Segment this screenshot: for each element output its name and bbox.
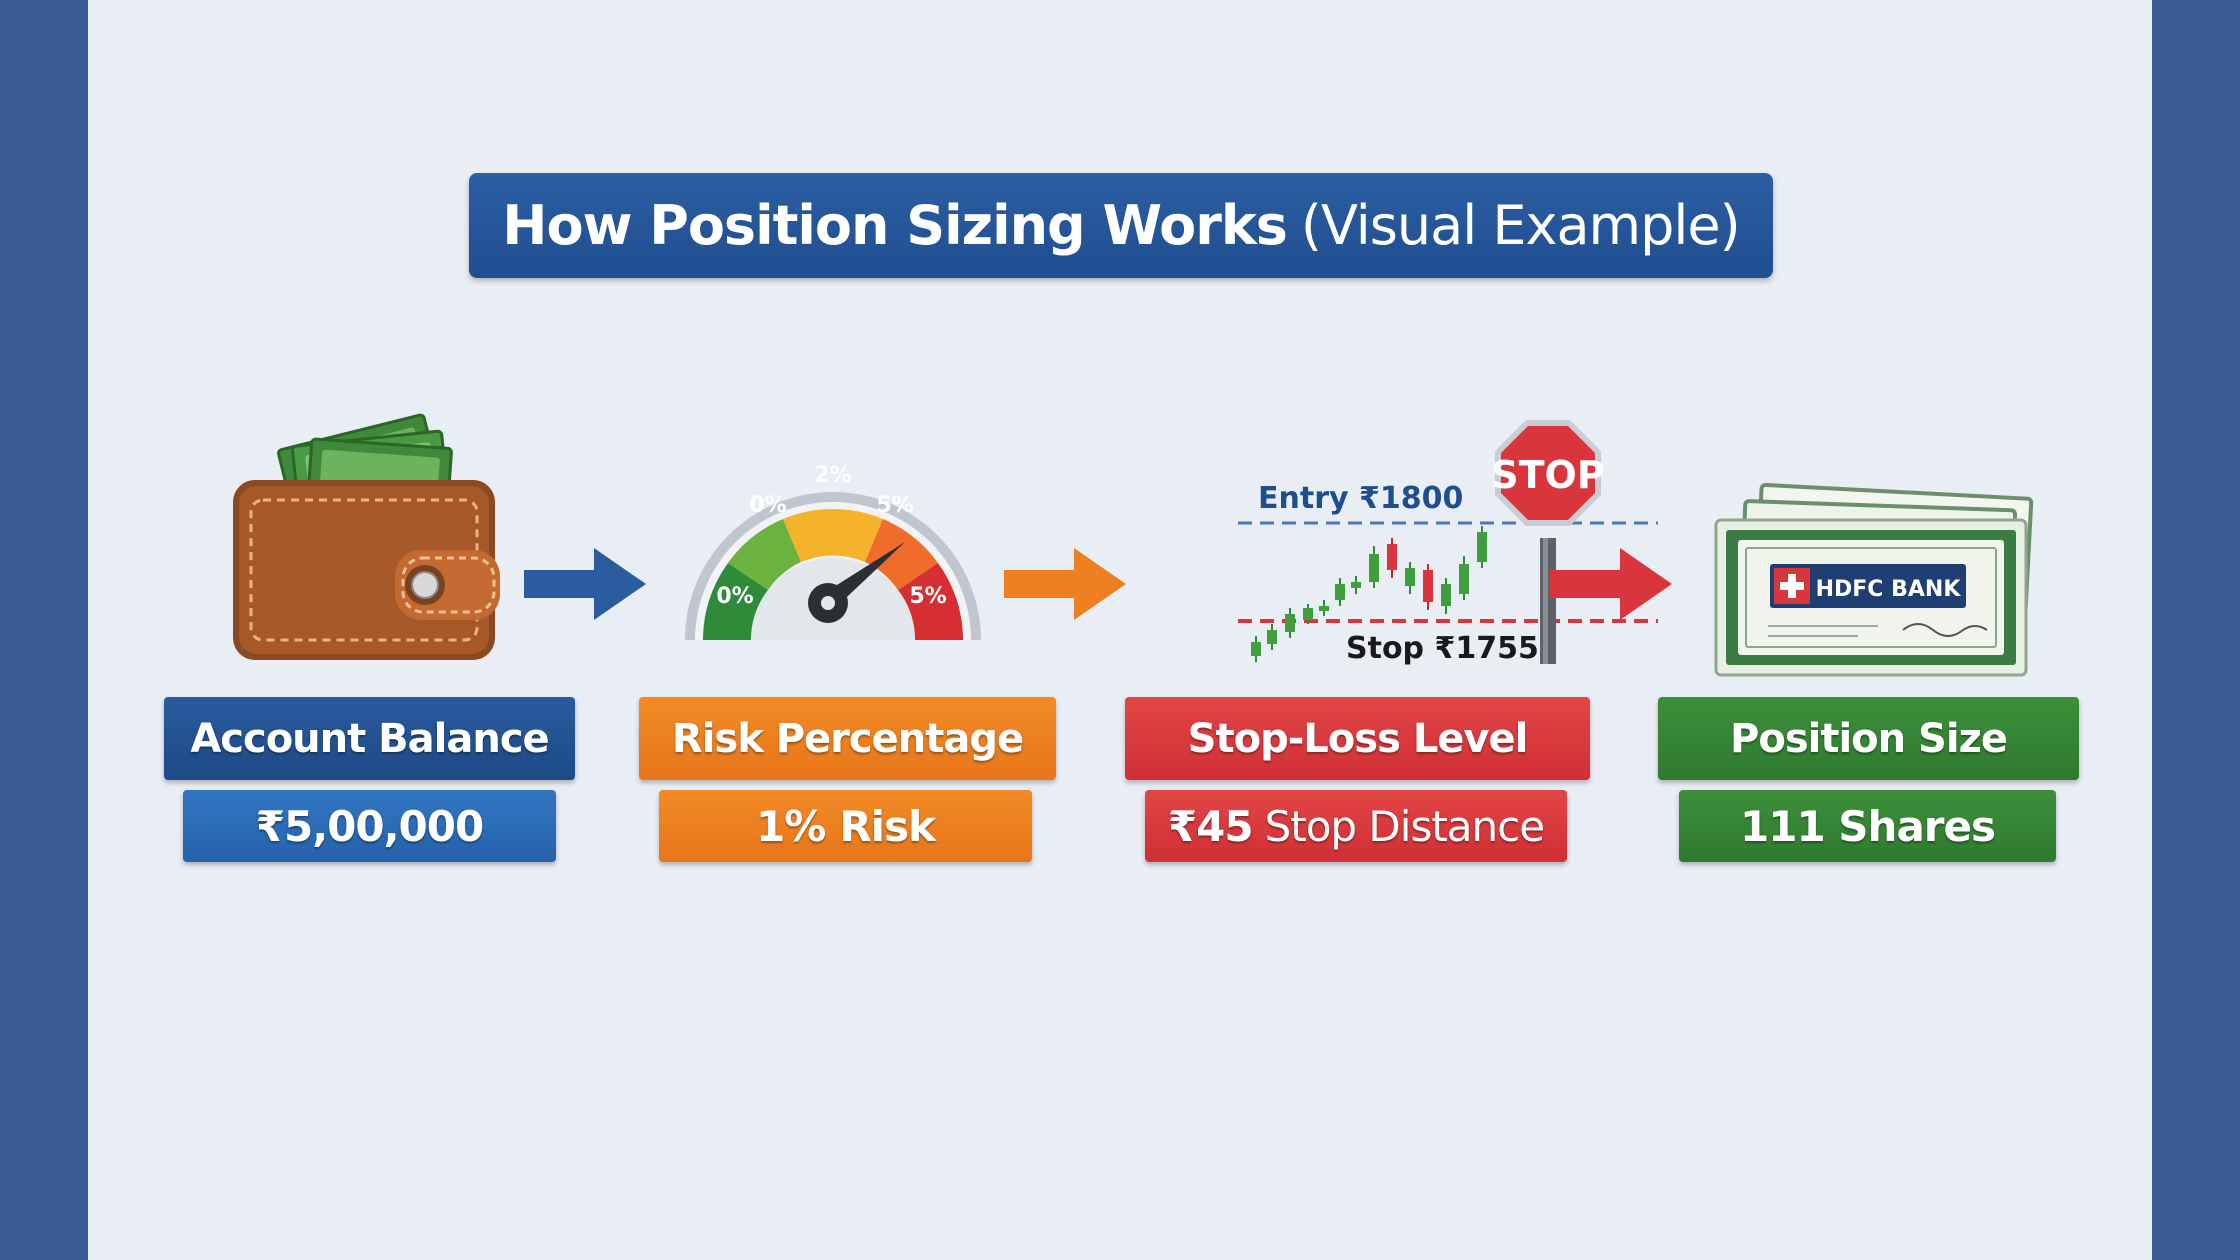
stop-distance-amount: ₹45: [1167, 801, 1254, 851]
title-sub: (Visual Example): [1300, 194, 1741, 257]
step-account-balance-label: Account Balance: [164, 697, 575, 780]
step-account-balance-value: ₹5,00,000: [183, 790, 556, 862]
cheque-icon: HDFC BANK: [1714, 482, 2034, 677]
stop-label: Stop ₹1755: [1346, 631, 1539, 666]
step-stop-loss-label: Stop-Loss Level: [1125, 697, 1590, 780]
stop-sign-text: STOP: [1491, 453, 1604, 497]
entry-label: Entry ₹1800: [1258, 481, 1463, 516]
step-position-size-value: 111 Shares: [1679, 790, 2056, 862]
candlestick-chart-icon: Entry ₹1800 Stop ₹1755 STOP: [1238, 420, 1658, 666]
risk-percent-value: 1%: [756, 801, 826, 851]
step-risk-percentage-label: Risk Percentage: [639, 697, 1056, 780]
gauge-tick-4: 5%: [876, 493, 913, 518]
stop-distance-text: Stop Distance: [1264, 801, 1545, 851]
step-risk-percentage-value: 1% Risk: [659, 790, 1032, 862]
arrow-right-icon: [1550, 548, 1672, 620]
stop-sign-icon: STOP: [1491, 420, 1605, 664]
wallet-icon: [233, 413, 500, 660]
infographic-canvas: How Position Sizing Works (Visual Exampl…: [88, 0, 2152, 1260]
risk-word: Risk: [839, 801, 936, 851]
step-stop-loss-value: ₹45 Stop Distance: [1145, 790, 1567, 862]
step-position-size-label: Position Size: [1658, 697, 2079, 780]
gauge-tick-2: 0%: [749, 493, 786, 518]
bank-name: HDFC BANK: [1816, 577, 1962, 602]
arrow-right-icon: [1004, 548, 1126, 620]
gauge-tick-5: 5%: [909, 584, 946, 609]
title-banner: How Position Sizing Works (Visual Exampl…: [469, 173, 1773, 278]
arrow-right-icon: [524, 548, 646, 620]
title-main: How Position Sizing Works: [502, 194, 1288, 257]
gauge-tick-1: 0%: [716, 584, 753, 609]
gauge-tick-3: 2%: [814, 463, 851, 488]
gauge-icon: 0% 0% 2% 5% 5%: [685, 463, 981, 640]
